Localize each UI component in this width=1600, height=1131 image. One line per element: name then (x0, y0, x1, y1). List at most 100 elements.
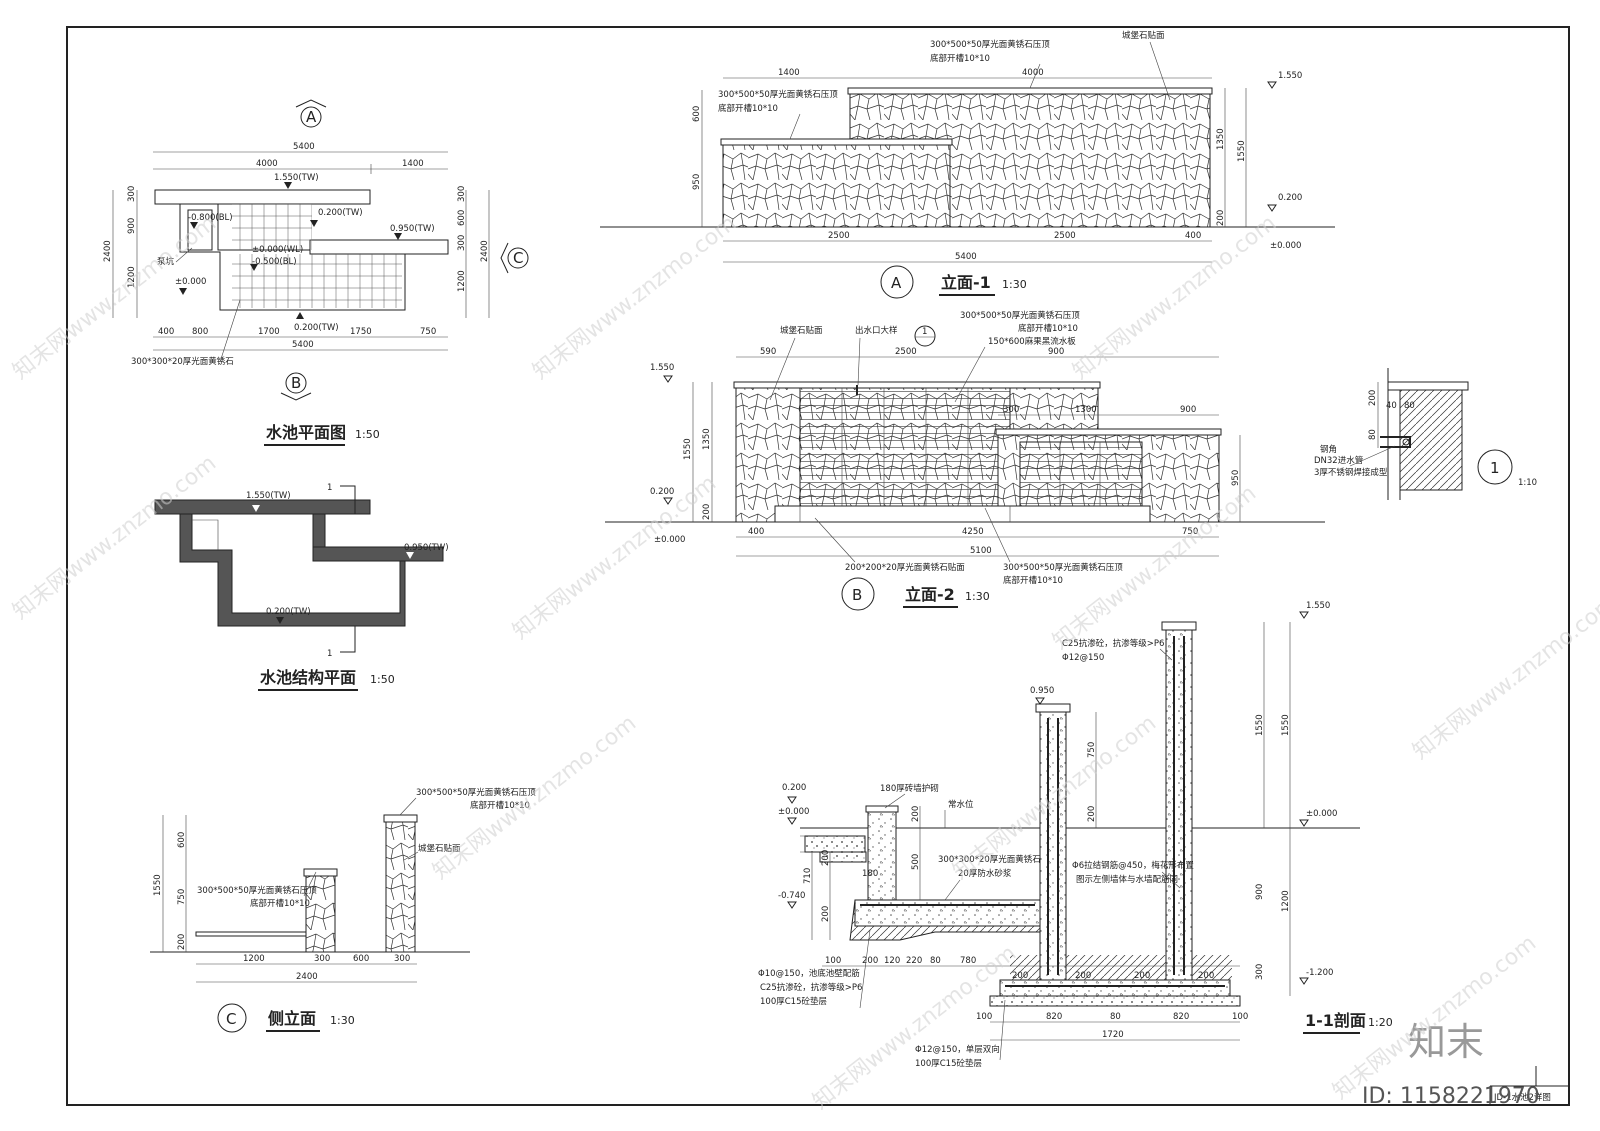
plan-bubble-top (300, 106, 322, 128)
elev2-note-2: 出水口大样 (855, 325, 898, 336)
elev2-note-7: 300*500*50厚光面黄锈石压顶 (1003, 562, 1123, 573)
plan-view: A 5400 4000 1400 1.550(TW) -0.800(BL) 0.… (103, 99, 529, 446)
section-dim-mid-1: 750 (1087, 742, 1097, 758)
section-level-6: ±0.000 (1306, 809, 1337, 819)
svg-text:知末网www.znzmo.com: 知末网www.znzmo.com (508, 471, 721, 645)
elev2-detail-ref-label: 1 (922, 327, 927, 337)
side-bubble-label: C (226, 1010, 236, 1028)
watermark-layer: 知末网www.znzmo.com 知末网www.znzmo.com 知末网www… (8, 211, 1600, 1115)
structure-level-2: 0.950(TW) (404, 543, 449, 553)
section-dim-b1-1: 100 (825, 956, 841, 966)
elev2-level-3: ±0.000 (654, 535, 685, 545)
section-level-5: -0.740 (778, 891, 805, 901)
elev1-dim-bottom-2: 2500 (1054, 231, 1076, 241)
detail1-note-2: DN32进水管 (1314, 455, 1363, 466)
section-dim-right-3: 900 (1255, 884, 1265, 900)
plan-dim-bottom-total: 5400 (292, 340, 314, 350)
elev2-dim-top-5: 1300 (1075, 405, 1097, 415)
elev2-bubble-label: B (852, 586, 862, 604)
section-dim-mid-5: 180 (862, 869, 878, 879)
detail-1: 200 40 80 80 钢角 DN32进水管 3厚不锈钢焊接成型 1 1:10 (1314, 368, 1537, 500)
side-note-4: 300*500*50厚光面黄锈石压顶 (197, 885, 317, 896)
side-dim-left-total: 1550 (153, 874, 163, 896)
elev2-title: 立面-2 (905, 585, 955, 604)
plan-dim-left-1: 300 (127, 186, 137, 202)
section-note-11: 100厚C15砼垫层 (760, 996, 827, 1007)
section-level-2: 0.950 (1030, 686, 1054, 696)
elev1-dim-top-1: 1400 (778, 68, 800, 78)
elev2-dim-top-6: 900 (1180, 405, 1196, 415)
elev2-bubble (841, 577, 875, 611)
elev2-dim-top-1: 590 (760, 347, 776, 357)
plan-dim-bottom-5: 750 (420, 327, 436, 337)
side-note-5: 底部开槽10*10 (250, 898, 310, 909)
elev2-note-4: 底部开槽10*10 (1018, 323, 1078, 334)
section-1-1: 0.200 ±0.000 -0.740 0.950 1.550 ±0.000 -… (758, 601, 1393, 1069)
elev1-level-2: 0.200 (1278, 193, 1302, 203)
elev1-note-4: 300*500*50厚光面黄锈石压顶 (718, 89, 838, 100)
side-dim-left-3: 200 (177, 934, 187, 950)
side-scale: 1:30 (330, 1014, 355, 1027)
section-dim-b1-7: 200 (1012, 971, 1028, 981)
section-note-12: Φ12@150，单层双向 (915, 1044, 1000, 1055)
elev2-dim-left-2: 200 (702, 504, 712, 520)
section-dim-b1-10: 200 (1198, 971, 1214, 981)
plan-level-8: 0.200(TW) (294, 323, 339, 333)
section-level-4: ±0.000 (778, 807, 809, 817)
elev1-dim-right-1: 1350 (1216, 128, 1226, 150)
section-dim-mid-6: 710 (803, 868, 813, 884)
elev2-detail-ref (914, 325, 936, 347)
elev1-level-3: ±0.000 (1270, 241, 1301, 251)
elev1-bubble (880, 265, 914, 299)
elev2-dim-left-total: 1550 (683, 438, 693, 460)
detail1-bubble (1477, 449, 1513, 485)
section-dim-mid-4: 200 (911, 806, 921, 822)
section-dim-b1-9: 200 (1134, 971, 1150, 981)
plan-dim-right-2: 600 (457, 210, 467, 226)
plan-level-3: 0.200(TW) (318, 208, 363, 218)
detail1-dim-2: 40 (1386, 401, 1397, 411)
elev2-scale: 1:30 (965, 590, 990, 603)
plan-dim-top-total: 5400 (293, 142, 315, 152)
side-dim-bottom-4: 300 (394, 954, 410, 964)
elev1-title: 立面-1 (941, 273, 991, 292)
detail1-bubble-label: 1 (1490, 459, 1500, 477)
section-dim-b1-8: 200 (1075, 971, 1091, 981)
plan-bubble-top-label: A (306, 108, 317, 126)
detail1-dim-1: 200 (1368, 390, 1378, 406)
detail1-dim-4: 80 (1368, 429, 1378, 440)
plan-dim-right-total: 2400 (480, 240, 490, 262)
elev1-note-5: 底部开槽10*10 (718, 103, 778, 114)
elev1-note-3: 城堡石贴面 (1122, 30, 1165, 41)
plan-bubble-right (507, 247, 529, 269)
elev1-dim-bottom-total: 5400 (955, 252, 977, 262)
elev2-dim-left-1: 1350 (702, 428, 712, 450)
section-note-10: C25抗渗砼，抗渗等级>P6 (760, 982, 862, 993)
section-dim-mid-8: 200 (821, 906, 831, 922)
sheet-border (66, 26, 1570, 1106)
plan-scale: 1:50 (355, 428, 380, 441)
plan-level-7: ±0.000 (175, 277, 206, 287)
plan-dim-right-3: 300 (457, 235, 467, 251)
section-note-1: C25抗渗砼，抗渗等级>P6 (1062, 638, 1164, 649)
elev2-dim-top-3: 900 (1048, 347, 1064, 357)
structure-plan: 1.550(TW) 0.950(TW) 0.200(TW) 1 1 水池结构平面… (154, 483, 449, 691)
section-dim-b2-5: 100 (1232, 1012, 1248, 1022)
plan-level-1: 1.550(TW) (274, 173, 319, 183)
elev1-dim-bottom-3: 400 (1185, 231, 1201, 241)
section-dim-b1-6: 780 (960, 956, 976, 966)
structure-scale: 1:50 (370, 673, 395, 686)
side-bubble (217, 1003, 247, 1033)
svg-text:知末网www.znzmo.com: 知末网www.znzmo.com (1068, 211, 1281, 385)
elev2-note-1: 城堡石贴面 (780, 325, 823, 336)
section-note-13: 100厚C15砼垫层 (915, 1058, 982, 1069)
plan-bubble-bottom (285, 372, 307, 394)
elev2-dim-bottom-2: 4250 (962, 527, 984, 537)
plan-dim-right-4: 1200 (457, 270, 467, 292)
elev1-note-2: 底部开槽10*10 (930, 53, 990, 64)
section-dim-right-2: 1550 (1281, 714, 1291, 736)
plan-dim-bottom-1: 400 (158, 327, 174, 337)
section-dim-b1-5: 80 (930, 956, 941, 966)
plan-title: 水池平面图 (266, 423, 346, 442)
